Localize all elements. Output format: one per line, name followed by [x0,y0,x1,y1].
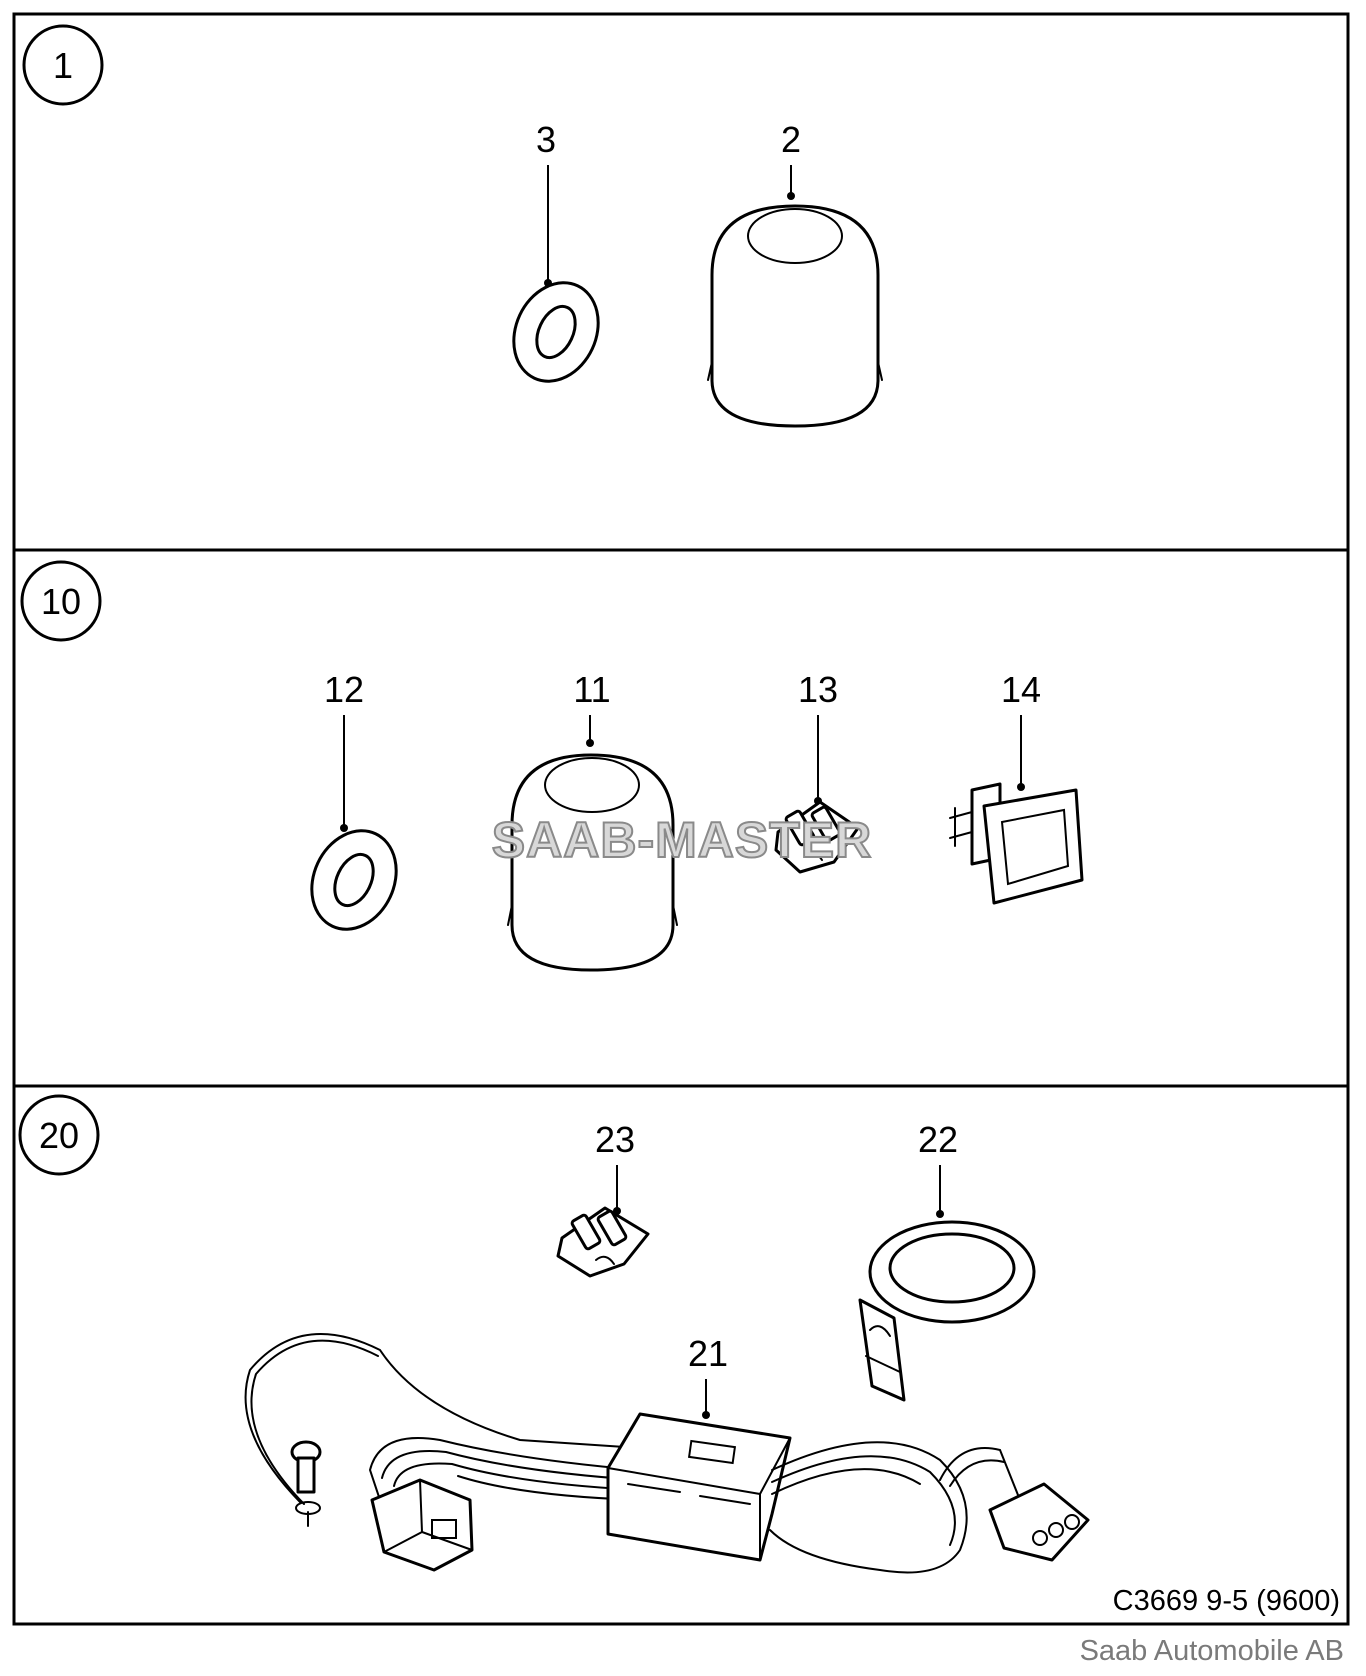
tow-ball-cover [507,753,678,972]
part-label-3: 3 [536,119,556,160]
part-label-13: 13 [798,669,838,710]
leader-dot [787,192,795,200]
wiring-harness [244,1333,1090,1574]
panel-1: 1 3 2 [22,24,883,428]
rocker-switch [949,782,1084,905]
leader-dot [1017,783,1025,791]
leader-dot [586,739,594,747]
part-label-14: 14 [1001,669,1041,710]
strap [858,1220,1036,1402]
part-label-12: 12 [324,669,364,710]
watermark: SAAB-MASTER [492,812,872,868]
panel-number-circle [22,24,104,106]
part-label-11: 11 [573,669,610,710]
part-label-23: 23 [595,1119,635,1160]
panel-number: 20 [39,1115,79,1156]
panel-number: 1 [53,45,73,86]
part-label-2: 2 [781,119,801,160]
leader-dot [702,1411,710,1419]
leader-dot [936,1210,944,1218]
part-label-22: 22 [918,1119,958,1160]
panel-20: 20 23 22 21 [18,1094,1340,1617]
panel-10: 10 12 11 13 14 [20,560,1084,972]
fuse [774,800,860,874]
fuse [556,1206,650,1278]
washer [310,829,398,931]
washer [512,281,600,383]
tow-ball-cover [707,204,883,428]
diagram-frame [12,12,1350,1626]
panel-number-circle [18,1094,100,1176]
credit: Saab Automobile AB [1080,1635,1344,1667]
panel-number: 10 [41,581,81,622]
part-label-21: 21 [688,1333,728,1374]
panel-number-circle [20,560,102,642]
leader-dot [340,824,348,832]
drawing-code: C3669 9-5 (9600) [1113,1585,1340,1617]
